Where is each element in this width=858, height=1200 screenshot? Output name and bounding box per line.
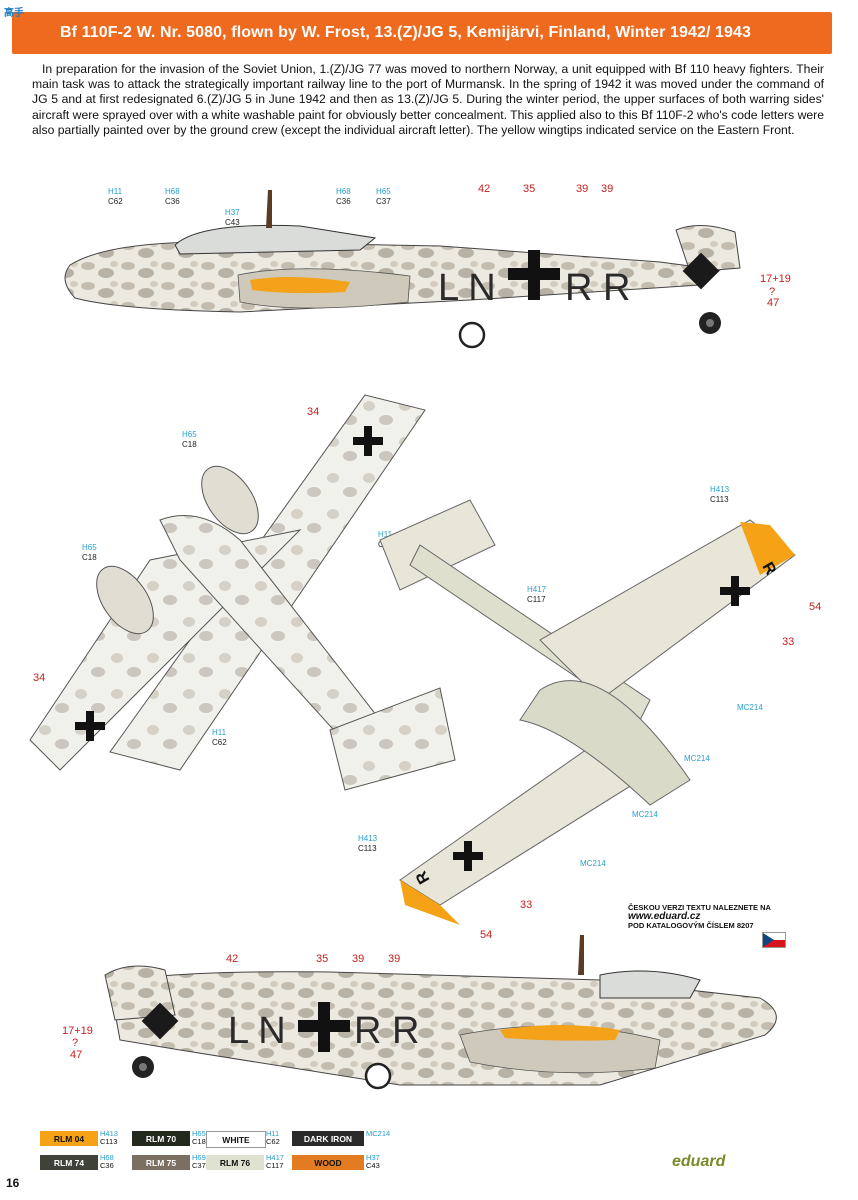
svg-text:54: 54 <box>480 929 492 941</box>
legend-code: MC214 <box>366 1129 391 1138</box>
svg-text:39: 39 <box>388 953 400 965</box>
page-number: 16 <box>6 1176 20 1190</box>
svg-text:H65: H65 <box>182 430 197 439</box>
page-title: Bf 110F-2 W. Nr. 5080, flown by W. Frost… <box>60 24 752 41</box>
callout-35: 35 <box>523 183 535 195</box>
svg-text:MC214: MC214 <box>684 754 710 763</box>
svg-text:C37: C37 <box>376 197 391 206</box>
legend-swatch: DARK IRON <box>292 1131 364 1146</box>
svg-text:33: 33 <box>782 636 794 648</box>
svg-text:34: 34 <box>33 672 45 684</box>
svg-text:H413: H413 <box>358 834 378 843</box>
svg-text:MC214: MC214 <box>580 859 606 868</box>
svg-text:H11: H11 <box>108 187 123 196</box>
svg-text:35: 35 <box>316 953 328 965</box>
svg-text:MC214: MC214 <box>632 810 658 819</box>
header-banner: Bf 110F-2 W. Nr. 5080, flown by W. Frost… <box>12 12 832 54</box>
legend-swatch: RLM 75 <box>132 1155 190 1170</box>
svg-text:H11: H11 <box>378 530 393 539</box>
callout-47: 47 <box>767 297 779 309</box>
corner-watermark: 高手 <box>4 8 24 19</box>
legend-swatch: WHITE <box>206 1131 266 1148</box>
callout-17-19: 17+19 <box>760 273 791 285</box>
svg-text:?: ? <box>769 286 775 298</box>
svg-text:33: 33 <box>520 899 532 911</box>
legend-swatch: RLM 74 <box>40 1155 98 1170</box>
svg-text:H65: H65 <box>82 543 97 552</box>
svg-text:C113: C113 <box>358 844 377 853</box>
svg-text:C117: C117 <box>527 595 546 604</box>
svg-text:R R: R R <box>565 267 630 309</box>
legend-swatch: RLM 76 <box>206 1155 264 1170</box>
svg-text:?: ? <box>72 1037 78 1049</box>
side-view-right: L N R R 42 35 39 39 17+19 ? 47 <box>62 935 777 1090</box>
svg-text:H413: H413 <box>710 485 730 494</box>
svg-text:H37: H37 <box>225 208 240 217</box>
legend-swatch: RLM 04 <box>40 1131 98 1146</box>
svg-text:17+19: 17+19 <box>62 1025 93 1037</box>
svg-text:H65: H65 <box>376 187 391 196</box>
svg-text:H68: H68 <box>165 187 180 196</box>
callout-42: 42 <box>478 183 490 195</box>
svg-text:H11: H11 <box>212 728 227 737</box>
czech-note-url[interactable]: www.eduard.cz <box>628 911 701 922</box>
svg-text:39: 39 <box>352 953 364 965</box>
fuselage-code-top: L N <box>438 267 496 309</box>
svg-text:H68: H68 <box>336 187 351 196</box>
svg-text:C36: C36 <box>336 197 351 206</box>
svg-text:C36: C36 <box>165 197 180 206</box>
intro-paragraph: In preparation for the invasion of the S… <box>32 62 824 137</box>
svg-text:C43: C43 <box>225 218 240 227</box>
callout-39b: 39 <box>601 183 613 195</box>
svg-text:C18: C18 <box>82 553 97 562</box>
czech-note-line3: POD KATALOGOVÝM ČÍSLEM 8207 <box>628 921 754 930</box>
brand-logo: eduard <box>672 1153 726 1170</box>
czech-note-line1: ČESKOU VERZI TEXTU NALEZNETE NA <box>628 903 771 912</box>
svg-text:L N: L N <box>228 1010 286 1052</box>
legend-swatch: WOOD <box>292 1155 364 1170</box>
svg-text:54: 54 <box>809 601 821 613</box>
czech-flag-icon <box>762 932 786 948</box>
czech-version-note: ČESKOU VERZI TEXTU NALEZNETE NA www.edua… <box>628 903 798 948</box>
svg-text:C62: C62 <box>212 738 227 747</box>
svg-text:C62: C62 <box>108 197 123 206</box>
svg-text:C18: C18 <box>182 440 197 449</box>
svg-text:42: 42 <box>226 953 238 965</box>
svg-text:47: 47 <box>70 1049 82 1061</box>
svg-text:H417: H417 <box>527 585 547 594</box>
svg-text:MC214: MC214 <box>737 703 763 712</box>
svg-text:C113: C113 <box>710 495 729 504</box>
callout-39a: 39 <box>576 183 588 195</box>
svg-text:34: 34 <box>307 406 319 418</box>
svg-text:R R: R R <box>354 1010 419 1052</box>
legend-swatch: RLM 70 <box>132 1131 190 1146</box>
